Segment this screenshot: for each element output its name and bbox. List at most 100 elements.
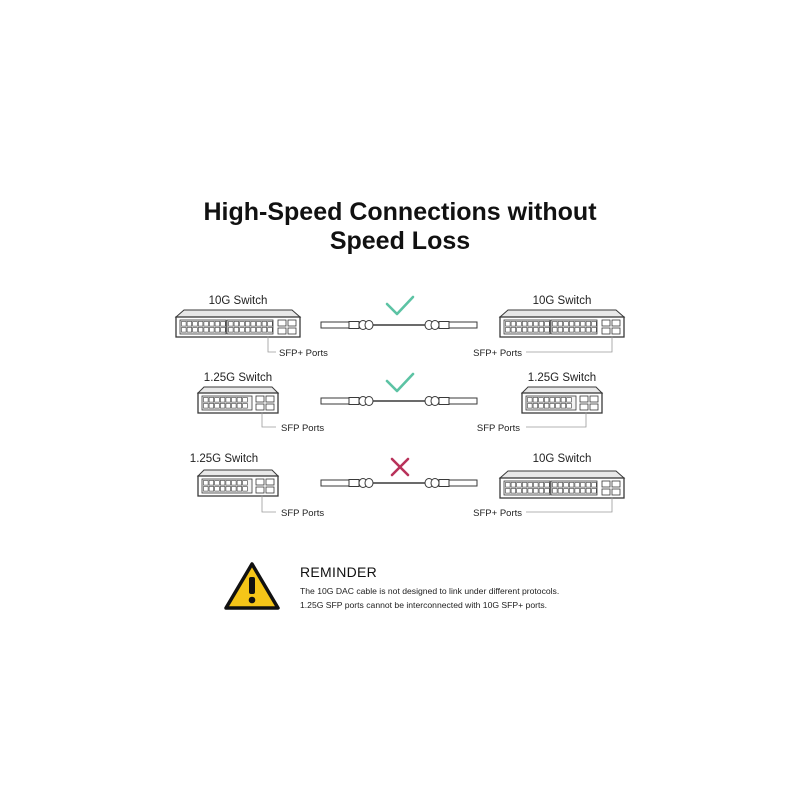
rj45-port (203, 397, 209, 403)
rj45-port (555, 403, 561, 409)
rj45-port (242, 480, 248, 486)
rj45-port (192, 327, 198, 333)
rj45-port (552, 327, 558, 333)
rj45-port (563, 488, 569, 494)
rj45-port (533, 327, 539, 333)
rj45-port (245, 327, 251, 333)
rj45-port (544, 321, 550, 327)
rj45-port (538, 327, 544, 333)
rj45-port (557, 321, 563, 327)
rj45-port (580, 321, 586, 327)
right-switch-label: 10G Switch (533, 295, 592, 307)
rj45-port (242, 403, 248, 409)
rj45-port (527, 321, 533, 327)
rj45-port (516, 488, 522, 494)
rj45-port (220, 486, 226, 492)
rj45-port (214, 486, 220, 492)
rj45-port (516, 482, 522, 488)
rj45-port (250, 321, 256, 327)
rj45-port (231, 397, 237, 403)
rj45-port (233, 321, 240, 327)
rj45-port (549, 397, 555, 403)
rj45-port (186, 321, 193, 327)
rj45-port (549, 403, 555, 409)
warning-icon (224, 562, 280, 610)
port-grid (505, 482, 550, 494)
rj45-port (591, 482, 597, 488)
rj45-port (505, 482, 511, 488)
row-2: 1.25G Switch 1.25G Switch SFP Ports (196, 372, 604, 434)
rj45-port (225, 486, 231, 492)
rj45-port (203, 321, 209, 327)
left-switch-label: 1.25G Switch (204, 372, 272, 384)
rj45-port (192, 321, 198, 327)
rj45-port (214, 403, 220, 409)
page-title: High-Speed Connections without Speed Los… (0, 198, 800, 256)
rj45-port (538, 482, 544, 488)
rj45-port (231, 403, 237, 409)
rj45-port (510, 488, 517, 494)
rj45-port (580, 482, 586, 488)
title-line-1: High-Speed Connections without (203, 198, 597, 226)
rj45-port (242, 397, 248, 403)
port-grid (552, 482, 597, 494)
cross-icon (390, 457, 410, 477)
rj45-port (198, 321, 204, 327)
rj45-port (220, 403, 226, 409)
left-ports-label: SFP Ports (281, 423, 324, 434)
rj45-port (228, 321, 234, 327)
rj45-port (225, 403, 231, 409)
rj45-port (220, 321, 226, 327)
rj45-port (544, 327, 550, 333)
rj45-port (560, 397, 566, 403)
rj45-port (521, 482, 528, 488)
rj45-port (225, 480, 231, 486)
rj45-port (267, 321, 273, 327)
check-icon (385, 372, 415, 393)
rj45-port (543, 403, 550, 409)
rj45-port (580, 488, 586, 494)
dac-cable (320, 395, 478, 407)
rj45-port (566, 403, 572, 409)
port-grid (228, 321, 273, 333)
rj45-port (261, 327, 268, 333)
rj45-port (585, 321, 591, 327)
rj45-port (560, 403, 566, 409)
rj45-port (256, 327, 262, 333)
rj45-port (527, 403, 533, 409)
rj45-port (505, 321, 511, 327)
rj45-port (203, 403, 209, 409)
left-switch-label: 1.25G Switch (190, 453, 258, 465)
rj45-port (209, 321, 215, 327)
dac-cable (320, 477, 478, 489)
right-ports-label: SFP+ Ports (473, 348, 522, 359)
rj45-port (250, 327, 256, 333)
left-ports-label: SFP+ Ports (279, 348, 328, 359)
rj45-port (516, 321, 522, 327)
rj45-port (245, 321, 251, 327)
rj45-port (208, 397, 215, 403)
rj45-port (538, 397, 544, 403)
rj45-port (544, 482, 550, 488)
rj45-port (532, 397, 538, 403)
rj45-port (208, 480, 215, 486)
rj45-port (563, 482, 569, 488)
rj45-port (239, 321, 245, 327)
rj45-port (574, 482, 580, 488)
rj45-port (552, 488, 558, 494)
left-switch-label: 10G Switch (209, 295, 268, 307)
rj45-port (242, 486, 248, 492)
port-grid (527, 397, 572, 409)
rj45-port (527, 482, 533, 488)
rj45-port (505, 488, 511, 494)
rj45-port (563, 321, 569, 327)
rj45-port (527, 488, 533, 494)
rj45-port (208, 403, 215, 409)
rj45-port (568, 327, 575, 333)
rj45-port (181, 321, 187, 327)
rj45-port (585, 488, 591, 494)
rj45-port (228, 327, 234, 333)
rj45-port (220, 397, 226, 403)
rj45-port (538, 488, 544, 494)
rj45-port (267, 327, 273, 333)
